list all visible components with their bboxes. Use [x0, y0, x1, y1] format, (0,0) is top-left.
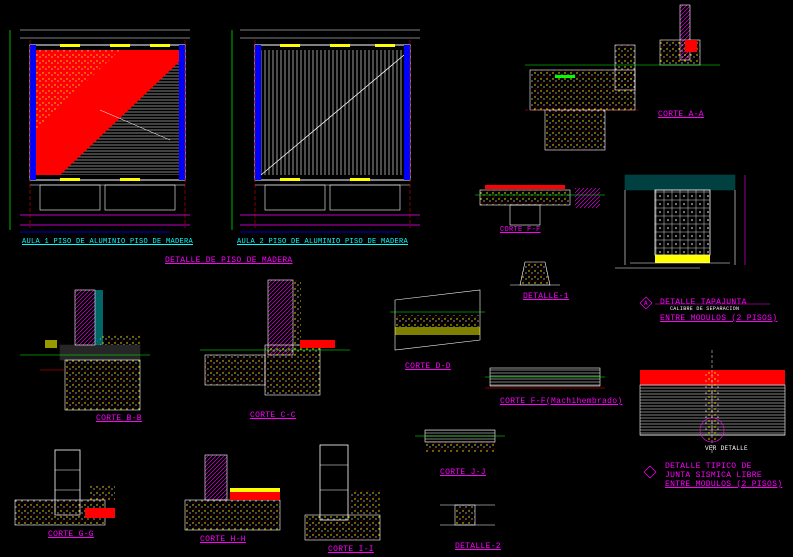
- corte-ff2-title: CORTE F-F(Machihembrado): [500, 397, 623, 406]
- detalle-piso-title: DETALLE DE PISO DE MADERA: [165, 256, 293, 265]
- detalle2-drawing: [440, 504, 495, 526]
- corte-ii-drawing: [304, 444, 381, 541]
- junta-title-3: ENTRE MODULOS (2 PISOS): [665, 480, 783, 489]
- junta-sismica-drawing: [639, 350, 786, 479]
- tapajunta-mark: A: [644, 300, 648, 307]
- corte-hh-drawing: [184, 454, 281, 531]
- aula2-plan: [231, 29, 420, 233]
- corte-gg-title: CORTE G-G: [48, 530, 94, 539]
- aula1-plan: [9, 29, 190, 233]
- tapajunta-drawing: [615, 174, 770, 310]
- corte-jj-title: CORTE J-J: [440, 468, 486, 477]
- tapajunta-subtitle: CALIBRE DE SEPARACION: [670, 306, 740, 312]
- corte-aa-title: CORTE A-A: [658, 110, 704, 119]
- aula2-title: AULA 2 PISO DE ALUMINIO PISO DE MADERA: [237, 238, 409, 246]
- junta-title-2: JUNTA SISMICA LIBRE: [665, 471, 762, 480]
- tapajunta-subtitle2: ENTRE MODULOS (2 PISOS): [660, 314, 778, 323]
- detalle1-title: DETALLE-1: [523, 292, 569, 301]
- tapajunta-title: DETALLE TAPAJUNTA: [660, 298, 747, 307]
- corte-dd-title: CORTE D-D: [405, 362, 451, 371]
- corte-jj-drawing: [415, 429, 505, 452]
- corte-bb-drawing: [20, 289, 150, 411]
- corte-ff-title: CORTE F-F: [500, 226, 541, 234]
- corte-cc-drawing: [200, 279, 350, 396]
- detalle2-title: DETALLE-2: [455, 542, 501, 551]
- junta-title-1: DETALLE TIPICO DE: [665, 462, 752, 471]
- detalle1-drawing: [510, 261, 560, 286]
- aula1-title: AULA 1 PISO DE ALUMINIO PISO DE MADERA: [22, 238, 194, 246]
- corte-dd-drawing: [390, 289, 485, 351]
- corte-aa-drawing: [525, 4, 720, 151]
- ver-detalle: VER DETALLE: [705, 445, 748, 452]
- corte-gg-drawing: [14, 449, 115, 526]
- corte-hh-title: CORTE H-H: [200, 535, 246, 544]
- corte-bb-title: CORTE B-B: [96, 414, 142, 423]
- corte-ff2-drawing: [485, 367, 605, 389]
- corte-ff-drawing: [475, 185, 605, 226]
- corte-cc-title: CORTE C-C: [250, 411, 296, 420]
- corte-ii-title: CORTE I-I: [328, 545, 374, 554]
